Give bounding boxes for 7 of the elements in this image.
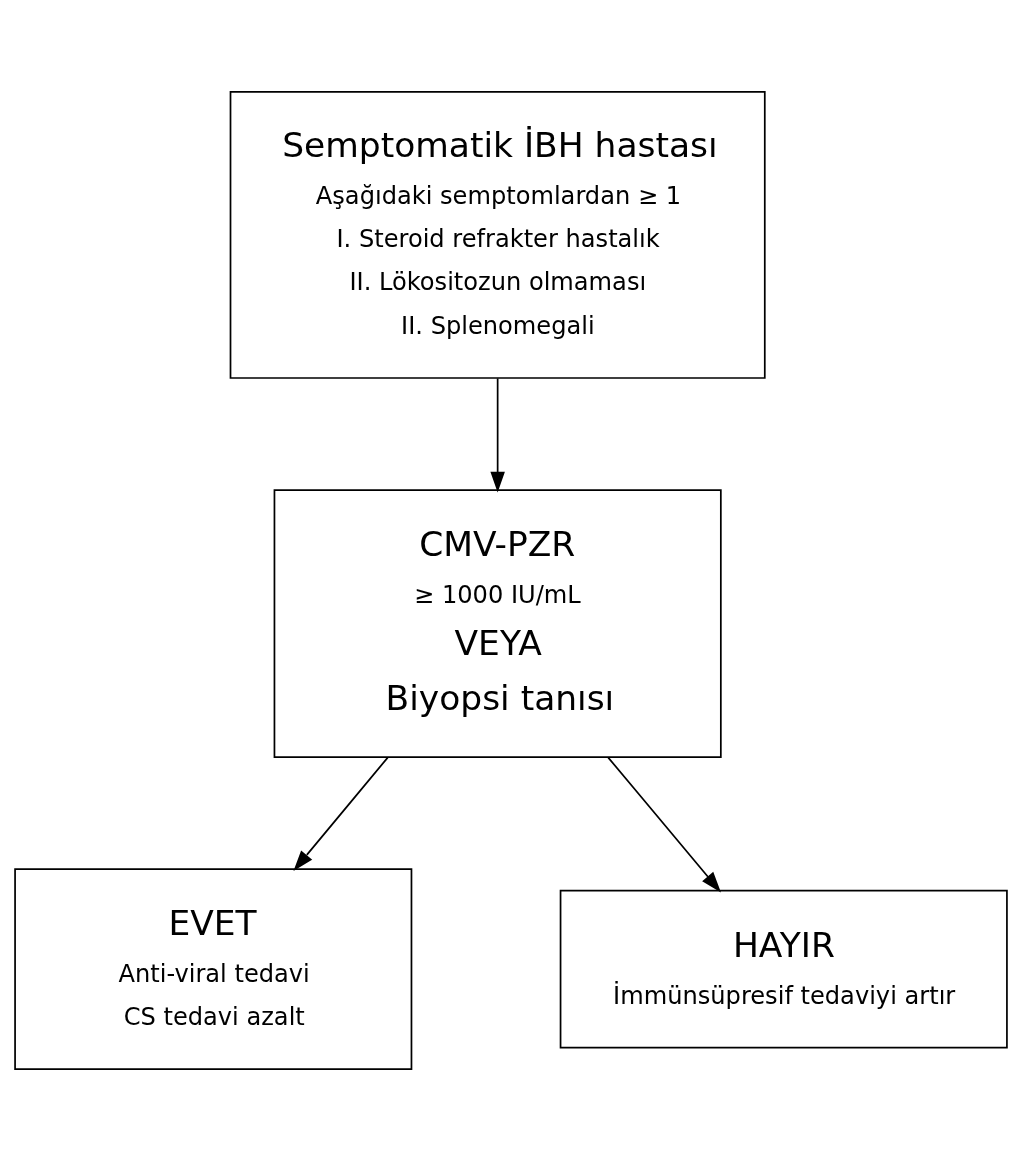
node-box: HAYIR İmmünsüpresif tedaviyi artır [559, 889, 1008, 1048]
node-box: EVET Anti-viral tedavi CS tedavi azalt [14, 867, 413, 1070]
node-box: CMV-PZR ≥ 1000 IU/mL VEYA Biyopsi tanısı [273, 488, 722, 758]
arrow [607, 756, 721, 892]
arrow [293, 756, 389, 871]
node-box: Semptomatik İBH hastası Aşağıdaki semptomlardan ≥ 1 I. Steroid refrakter hastalık II. Lökositozun olmaması II. Splenomegali [229, 90, 766, 379]
arrow [490, 377, 505, 493]
